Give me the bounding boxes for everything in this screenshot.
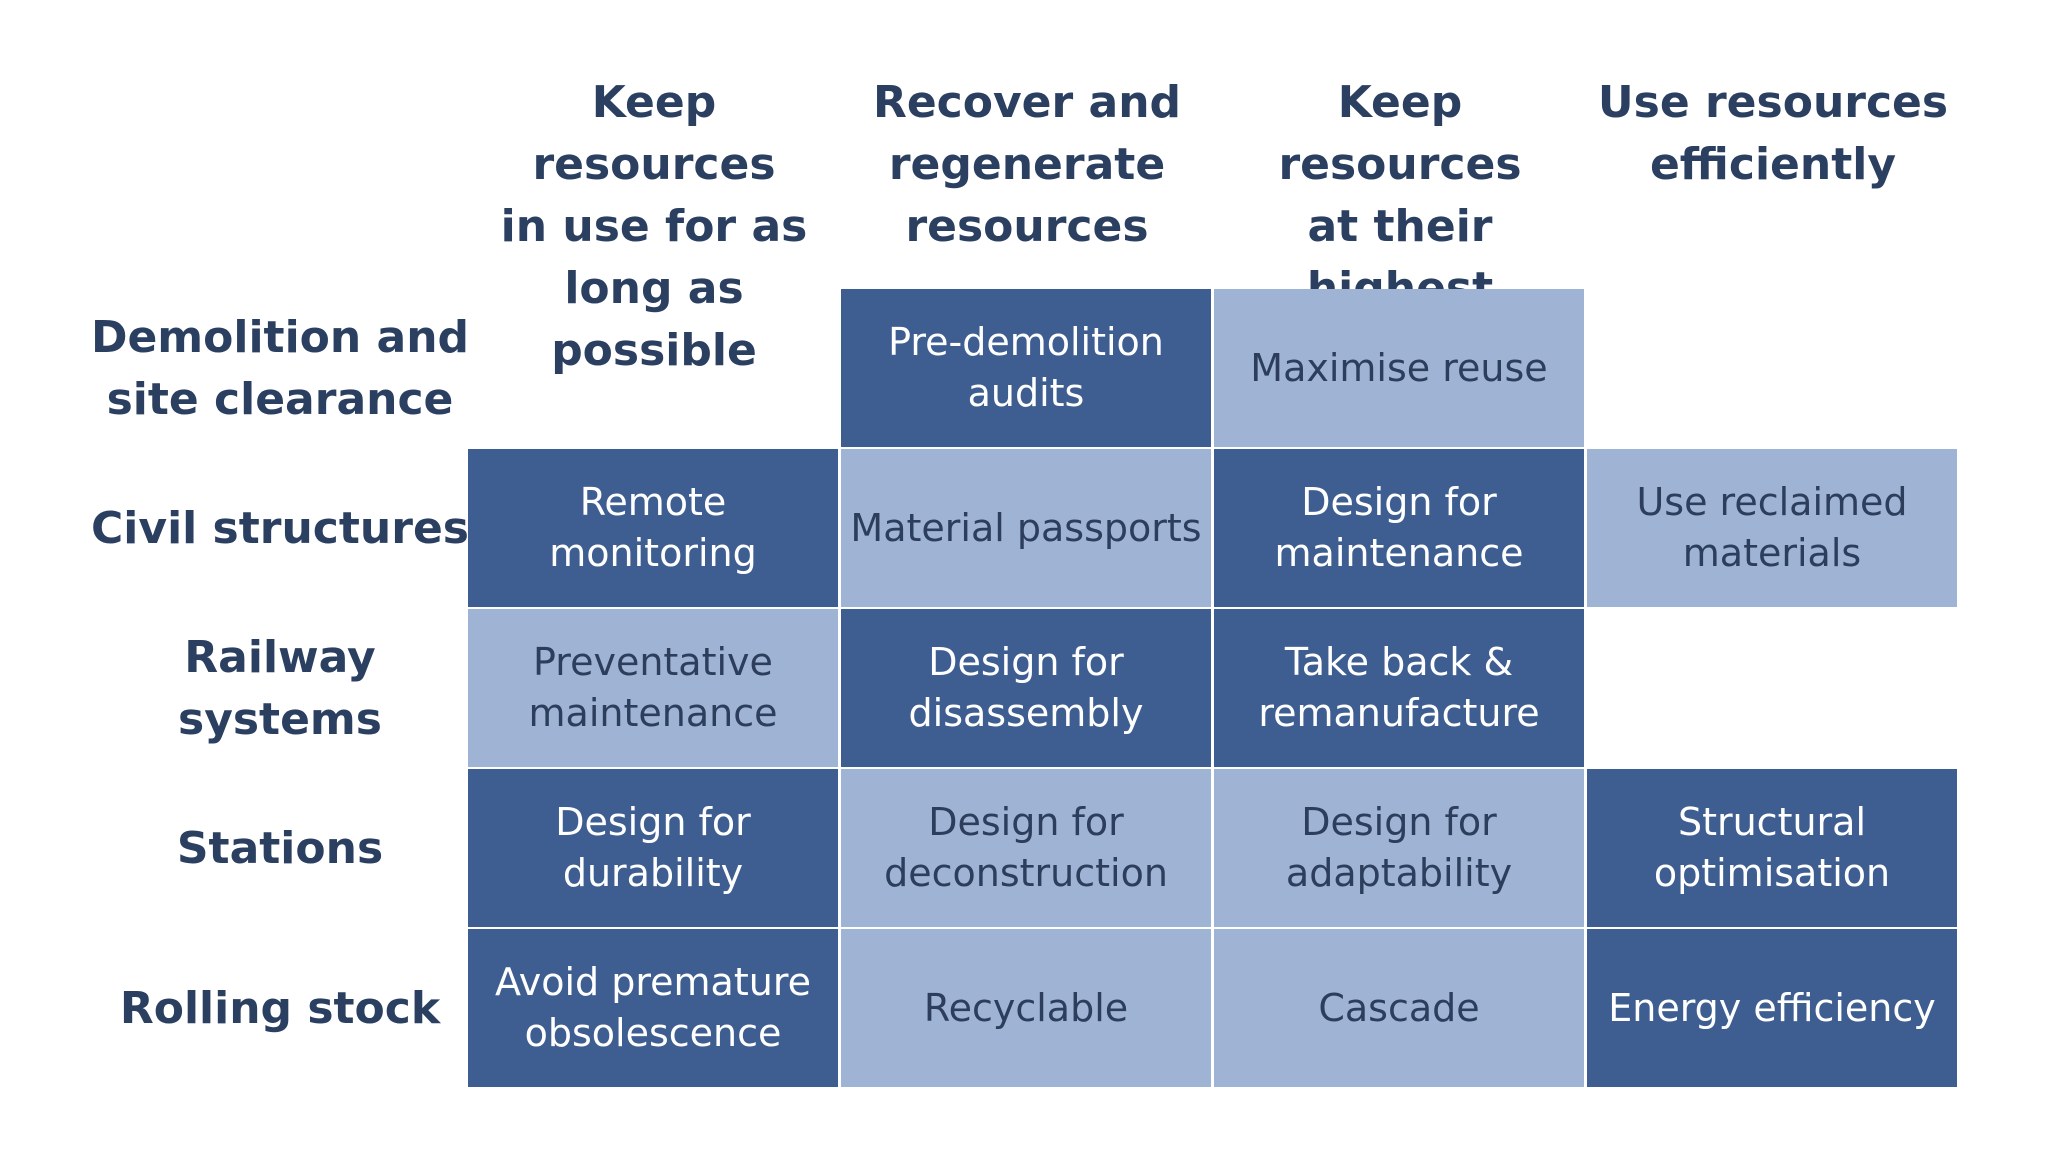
matrix-cell: Use reclaimed materials (1587, 449, 1957, 607)
matrix-cell: Recyclable (841, 929, 1211, 1087)
matrix-cell: Structural optimisation (1587, 769, 1957, 927)
matrix-cell: Material passports (841, 449, 1211, 607)
row-header-civil-structures: Civil structures (91, 503, 469, 554)
empty-cell (1587, 609, 1957, 767)
column-header-highest-utility: Keep resources at their highest utility … (1272, 77, 1527, 438)
row-header-stations: Stations (176, 823, 384, 874)
matrix-cell: Design for maintenance (1214, 449, 1584, 607)
matrix-cell: Maximise reuse (1214, 289, 1584, 447)
matrix-cell: Pre-demolition audits (841, 289, 1211, 447)
column-header-recover-regenerate: Recover and regenerate resources (872, 77, 1182, 252)
matrix-cell: Design for durability (468, 769, 838, 927)
matrix-cell: Take back & remanufacture (1214, 609, 1584, 767)
matrix-cell: Design for adaptability (1214, 769, 1584, 927)
matrix-cell: Preventative maintenance (468, 609, 838, 767)
matrix-cell: Energy efficiency (1587, 929, 1957, 1087)
matrix-cell: Design for disassembly (841, 609, 1211, 767)
matrix-cell: Avoid premature obsolescence (468, 929, 838, 1087)
empty-cell (468, 289, 838, 447)
column-header-use-efficiently: Use resources efficiently (1597, 77, 1949, 190)
matrix-cell: Design for deconstruction (841, 769, 1211, 927)
row-header-railway-systems: Railway systems (178, 632, 382, 745)
matrix-cell: Remote monitoring (468, 449, 838, 607)
column-header-keep-in-use: Keep resources in use for as long as pos… (500, 77, 808, 376)
row-header-demolition: Demolition and site clearance (90, 312, 470, 425)
matrix-cell: Cascade (1214, 929, 1584, 1087)
row-header-rolling-stock: Rolling stock (119, 983, 441, 1034)
empty-cell (1587, 289, 1957, 447)
